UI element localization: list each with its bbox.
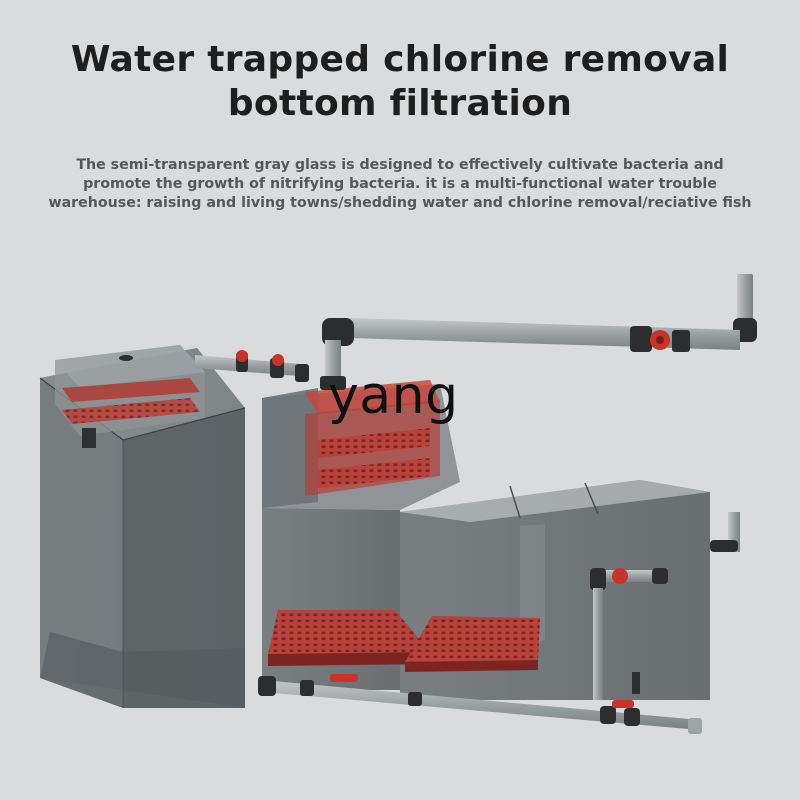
description-text: The semi-transparent gray glass is desig… <box>48 157 752 211</box>
side-pipe-assembly <box>590 512 740 700</box>
bottom-drain-pipe <box>258 672 702 734</box>
left-overflow-tank <box>39 345 246 708</box>
headline: Water trapped chlorine removal bottom fi… <box>0 38 800 126</box>
return-pipe-assembly <box>195 274 757 390</box>
watermark-text: yang <box>328 366 459 426</box>
bottom-filter-plates <box>268 610 540 672</box>
headline-line-1: Water trapped chlorine removal <box>70 39 730 80</box>
headline-line-2: bottom filtration <box>227 83 573 124</box>
